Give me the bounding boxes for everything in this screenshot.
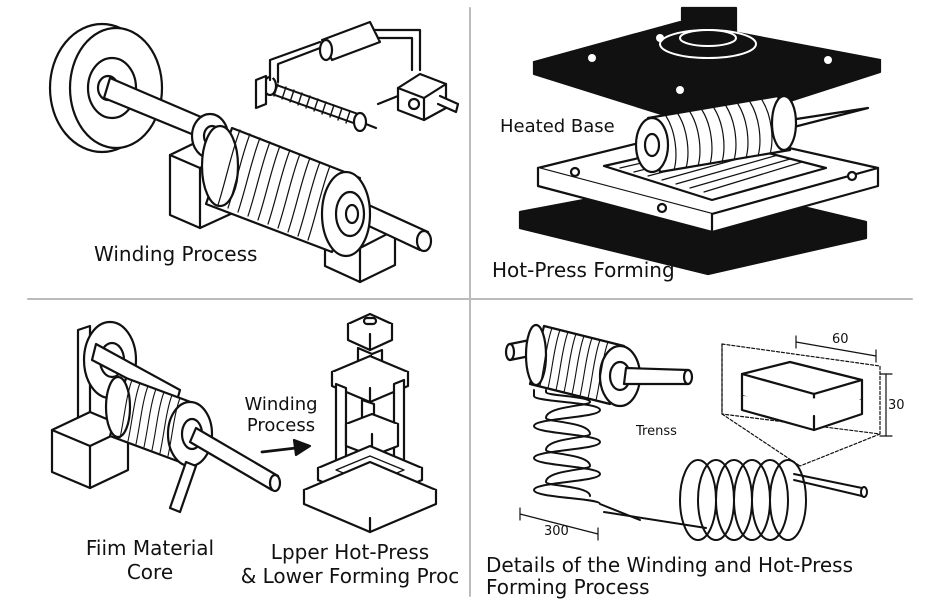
winding-process-caption: Winding Process [94,242,258,266]
hot-press-tower [302,312,438,534]
lower-forming-line: & Lower Forming Proc [240,564,460,588]
dimension-60 [795,335,877,363]
process-arrow [260,438,312,457]
dimension-box [721,343,881,467]
details-caption-line-1: Details of the Winding and Hot-Press [486,553,854,577]
hot-press-tower-caption: Lpper Hot-Press & Lower Forming Proc [232,540,468,588]
dimension-30 [879,373,893,437]
dimension-300-label: 300 [544,524,569,539]
film-material-line: Fiim Material [85,536,215,560]
trace-label: Trenss [636,424,677,439]
winding-line: Winding [244,394,318,415]
dimension-30-label: 30 [888,398,905,413]
upper-hot-press-line: Lpper Hot-Press [270,540,430,564]
panel-dividers [27,7,913,597]
details-caption-line-2: Forming Process [486,575,650,599]
film-material-core-caption: Fiim Material Core [60,536,240,584]
pressed-laminate [740,360,864,432]
details-caption: Details of the Winding and Hot-Press For… [486,554,853,598]
film-core-winder [50,320,282,514]
hot-press-forming-caption: Hot-Press Forming [492,258,675,282]
process-line: Process [246,415,316,436]
dimension-300 [519,507,599,541]
heated-base-label: Heated Base [500,116,615,137]
dimension-60-label: 60 [832,332,849,347]
serpentine-trace [533,389,641,521]
detail-coil [504,323,694,408]
helix-coil [603,459,868,541]
winding-process-arrow-label: Winding Process [236,394,326,436]
hot-press-assembly [518,6,882,276]
core-line: Core [126,560,174,584]
winding-machine [48,20,460,284]
